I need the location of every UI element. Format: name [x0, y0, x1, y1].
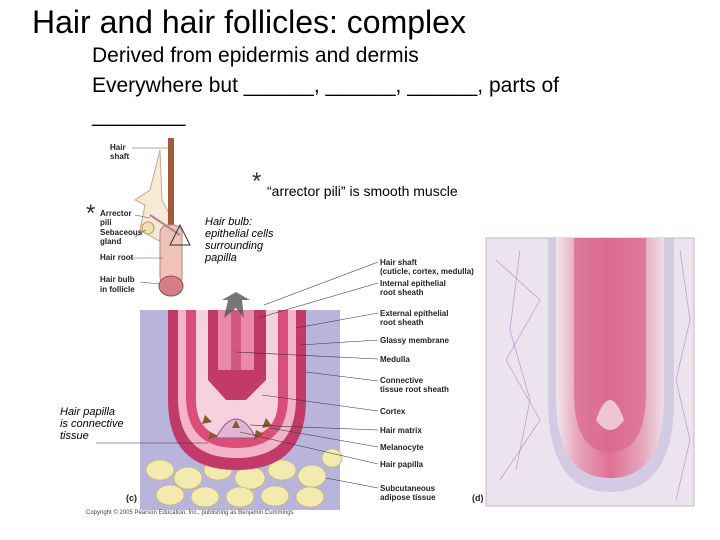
papilla-note-line3: tissue: [60, 430, 124, 442]
panel-label-d: (d): [472, 494, 484, 503]
hair-bulb-note-line3: surrounding: [205, 240, 273, 252]
label-glassy-membrane: Glassy membrane: [380, 336, 449, 345]
label-hair-matrix: Hair matrix: [380, 426, 422, 435]
arrector-star: *: [252, 168, 261, 196]
inset-label-gland: gland: [100, 237, 121, 246]
label-external-root-sheath: root sheath: [380, 318, 424, 327]
inset-label-hair-root: Hair root: [100, 253, 133, 262]
label-adipose-tissue: adipose tissue: [380, 493, 436, 502]
hair-bulb-note-line4: papilla: [205, 252, 273, 264]
label-cortex: Cortex: [380, 407, 405, 416]
inset-label-in-follicle: in follicle: [100, 285, 135, 294]
label-hair-papilla: Hair papilla: [380, 460, 423, 469]
arrector-label-star: *: [86, 200, 95, 228]
hair-bulb-note: Hair bulb: epithelial cells surrounding …: [205, 216, 273, 264]
label-subcutaneous: Subcutaneous: [380, 484, 435, 493]
label-internal-root-sheath: root sheath: [380, 288, 424, 297]
label-hair-shaft: Hair shaft: [380, 258, 417, 267]
papilla-note-line2: is connective: [60, 418, 124, 430]
label-connective-root-sheath: tissue root sheath: [380, 385, 449, 394]
inset-label-hair-bulb: Hair bulb: [100, 275, 135, 284]
label-hair-shaft-detail: (cuticle, cortex, medulla): [380, 267, 474, 276]
inset-label-sebaceous: Sebaceous: [100, 228, 142, 237]
histology-micrograph: [486, 238, 694, 506]
inset-label-hair: Hair: [110, 143, 126, 152]
inset-label-pili: pili: [100, 218, 112, 227]
label-internal-epithelial: Internal epithelial: [380, 279, 446, 288]
papilla-note: Hair papilla is connective tissue: [60, 406, 124, 442]
arrector-pili-note: “arrector pili” is smooth muscle: [267, 183, 458, 199]
copyright-notice: Copyright © 2005 Pearson Education, Inc.…: [86, 510, 294, 516]
label-external-epithelial: External epithelial: [380, 309, 448, 318]
follicle-inset-drawing: [135, 138, 190, 296]
hair-bulb-note-line2: epithelial cells: [205, 228, 273, 240]
hair-bulb-note-line1: Hair bulb:: [205, 216, 273, 228]
inset-label-shaft: shaft: [110, 152, 129, 161]
label-connective: Connective: [380, 376, 423, 385]
label-medulla: Medulla: [380, 355, 410, 364]
papilla-note-line1: Hair papilla: [60, 406, 124, 418]
label-melanocyte: Melanocyte: [380, 443, 424, 452]
panel-label-c: (c): [126, 494, 137, 503]
follicle-cross-section: [140, 292, 342, 510]
inset-label-arrector: Arrector: [100, 209, 132, 218]
